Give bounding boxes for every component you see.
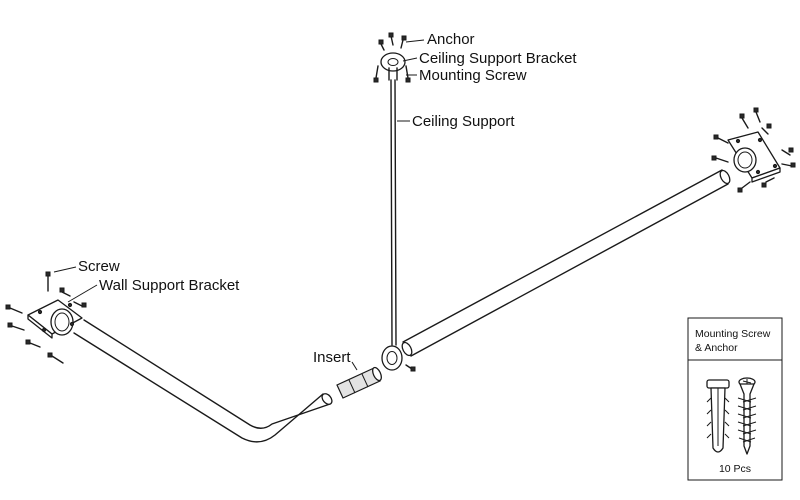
screw-label: Screw xyxy=(78,258,120,275)
wall-support-bracket-label: Wall Support Bracket xyxy=(99,277,240,294)
inset-title-line2: & Anchor xyxy=(695,342,738,354)
ceiling-support-rod xyxy=(390,79,397,346)
straight-rod xyxy=(401,169,731,357)
ceiling-anchor-and-screws xyxy=(373,32,411,83)
mounting-screw-icon xyxy=(737,377,757,455)
left-bracket-screws xyxy=(5,271,87,364)
ceiling-support-label: Ceiling Support xyxy=(412,113,515,130)
ceiling-support-ring xyxy=(381,345,416,372)
hardware-inset-box: Mounting Screw & Anchor 10 Pcs xyxy=(687,317,783,481)
anchor-label: Anchor xyxy=(427,31,475,48)
right-bracket-screws xyxy=(711,107,796,193)
inset-quantity: 10 Pcs xyxy=(719,463,751,475)
leader-lines xyxy=(53,39,425,371)
right-wall-support-bracket xyxy=(727,131,781,183)
left-wall-support-bracket xyxy=(27,299,83,339)
ceiling-support-bracket-label: Ceiling Support Bracket xyxy=(419,50,577,67)
bent-rod xyxy=(73,319,333,443)
wall-anchor-icon xyxy=(706,379,730,453)
mounting-screw-label: Mounting Screw xyxy=(419,67,527,84)
insert-label: Insert xyxy=(313,349,351,366)
ceiling-support-bracket xyxy=(380,52,406,81)
insert-coupler xyxy=(336,366,382,399)
inset-title-line1: Mounting Screw xyxy=(695,328,771,340)
